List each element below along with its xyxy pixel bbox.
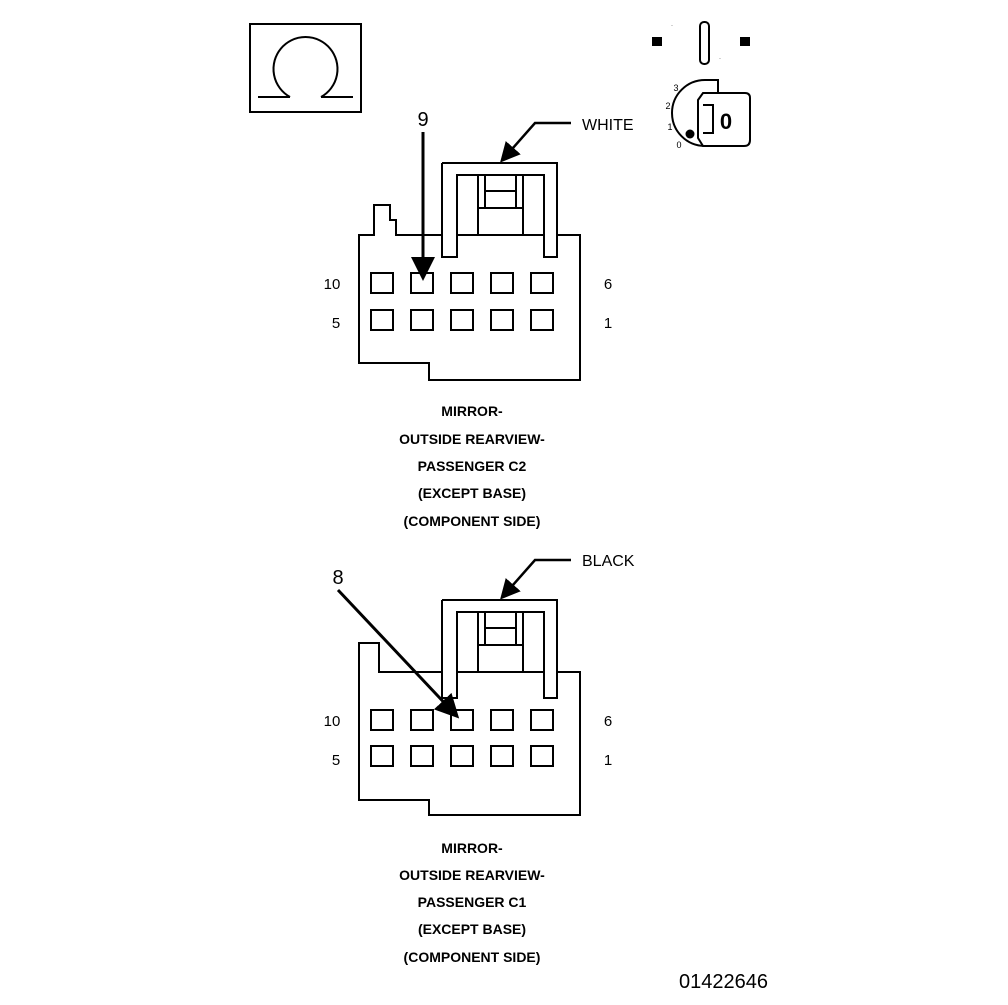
cavity: [410, 272, 434, 294]
svg-text:(COMPONENT SIDE): (COMPONENT SIDE): [404, 513, 541, 529]
connector-title: MIRROR- OUTSIDE REARVIEW- PASSENGER C2 (…: [399, 403, 545, 529]
svg-text:(EXCEPT BASE): (EXCEPT BASE): [418, 921, 526, 937]
wire-color-label: BLACK: [582, 553, 635, 570]
switch-position-3: 3: [673, 83, 678, 93]
connector-title: MIRROR- OUTSIDE REARVIEW- PASSENGER C1 (…: [399, 840, 545, 965]
cavity: [410, 309, 434, 331]
svg-text:MIRROR-: MIRROR-: [441, 403, 503, 419]
svg-text:(COMPONENT SIDE): (COMPONENT SIDE): [404, 949, 541, 965]
wire-color-leader: [500, 121, 571, 163]
svg-text:·: ·: [671, 23, 673, 29]
connector-c2: 10 5 6 1 9 WHITE MIRROR- OUTSIDE REARVIE…: [324, 109, 634, 529]
pointer-pin-label: 8: [332, 567, 343, 589]
cavity-row-top: [370, 272, 554, 294]
cavity: [450, 745, 474, 767]
wire-color-leader: [500, 558, 571, 600]
cavity-row-bottom: [370, 309, 554, 331]
cavity: [410, 709, 434, 731]
pin-label-bottom-left: 5: [332, 315, 340, 332]
cavity: [370, 745, 394, 767]
svg-text:·: ·: [719, 56, 721, 62]
ignition-key-label: 0: [720, 109, 732, 134]
cavity: [490, 709, 514, 731]
pointer-pin-label: 9: [417, 109, 428, 131]
cavity-row-top: [370, 709, 554, 731]
cavity: [450, 272, 474, 294]
svg-text:(EXCEPT BASE): (EXCEPT BASE): [418, 485, 526, 501]
figure-number: 01422646: [679, 971, 768, 993]
switch-position-1: 1: [667, 122, 672, 132]
cavity: [490, 745, 514, 767]
wire-color-label: WHITE: [582, 117, 634, 134]
svg-text:MIRROR-: MIRROR-: [441, 840, 503, 856]
switch-position-2: 2: [665, 101, 670, 111]
cavity: [530, 745, 554, 767]
svg-text:PASSENGER C1: PASSENGER C1: [418, 894, 527, 910]
pin-label-top-right: 6: [604, 713, 612, 730]
pin-label-bottom-left: 5: [332, 752, 340, 769]
cavity: [490, 309, 514, 331]
pin-label-top-right: 6: [604, 276, 612, 293]
pin-label-bottom-right: 1: [604, 315, 612, 332]
pin-label-bottom-right: 1: [604, 752, 612, 769]
svg-text:OUTSIDE REARVIEW-: OUTSIDE REARVIEW-: [399, 431, 545, 447]
cavity: [370, 709, 394, 731]
pin-label-top-left: 10: [324, 276, 341, 293]
cavity: [530, 709, 554, 731]
connector-c1: 10 5 6 1 8 BLACK MIRROR- OUTSIDE REARVIE…: [324, 553, 635, 965]
cavity: [370, 309, 394, 331]
svg-text:OUTSIDE REARVIEW-: OUTSIDE REARVIEW-: [399, 867, 545, 883]
svg-text:PASSENGER C2: PASSENGER C2: [418, 458, 527, 474]
cavity: [490, 272, 514, 294]
pointer-arrow: [336, 588, 460, 719]
cavity: [530, 272, 554, 294]
cavity: [450, 309, 474, 331]
ohmmeter-icon: [249, 23, 362, 113]
cavity-row-bottom: [370, 745, 554, 767]
pin-label-top-left: 10: [324, 713, 341, 730]
cavity: [410, 745, 434, 767]
cavity: [530, 309, 554, 331]
switch-position-0: 0: [676, 140, 681, 150]
cavity: [370, 272, 394, 294]
ignition-off-icon: · · 0 3 2 1 0: [652, 21, 751, 150]
cavity: [450, 709, 474, 731]
